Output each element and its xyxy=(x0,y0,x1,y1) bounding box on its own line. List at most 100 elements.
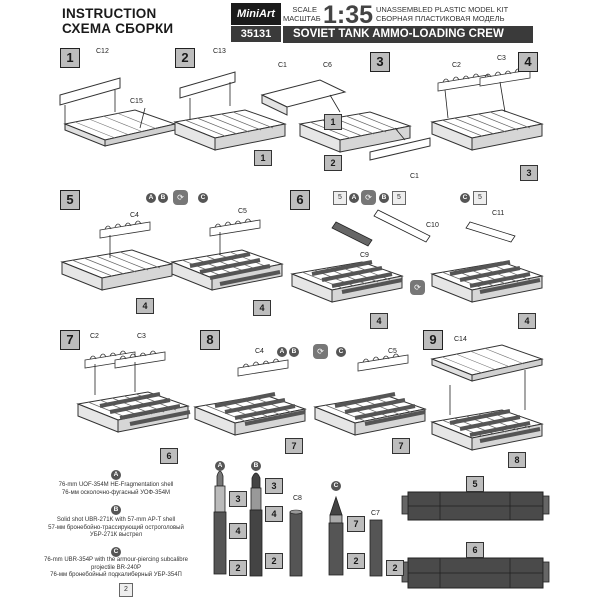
part-label: C5 xyxy=(238,208,247,215)
step-number: 9 xyxy=(423,330,443,350)
shell-b-drawing xyxy=(249,472,263,577)
kit-number: 35131 xyxy=(231,26,281,42)
scale-value: 1:35 xyxy=(323,1,374,29)
part-label: C10 xyxy=(426,222,439,229)
ref-tag: 7 xyxy=(285,438,303,454)
step-5-drawing xyxy=(61,218,283,291)
shell-part-tag: 4 xyxy=(229,523,247,539)
variant-b-mark: B xyxy=(251,461,261,471)
variant-b-mark: B xyxy=(379,193,389,203)
ref-tag: 3 xyxy=(520,165,538,181)
crate-part-tag: 6 xyxy=(466,542,484,558)
part-label: C6 xyxy=(323,62,332,69)
legend-b-ru: 57-мм бронебойно-трассирующий остроголов… xyxy=(48,524,184,539)
scale-label-en: SCALE xyxy=(292,5,317,14)
part-label: C2 xyxy=(452,62,461,69)
step-number: 4 xyxy=(518,52,538,72)
instruction-title-ru: СХЕМА СБОРКИ xyxy=(62,21,174,36)
part-label: C13 xyxy=(213,48,226,55)
part-label: C11 xyxy=(492,210,505,217)
ref-tag: 4 xyxy=(136,298,154,314)
part-label: C3 xyxy=(497,55,506,62)
legend-a-ru: 76-мм осколочно-фугасный УОФ-354М xyxy=(61,489,171,496)
ref-tag: 6 xyxy=(160,448,178,464)
ref-tag: 4 xyxy=(370,313,388,329)
ref-tag: 1 xyxy=(254,150,272,166)
shell-part-tag: 2 xyxy=(386,560,404,576)
legend-c-ru: 76-мм бронебойный подкалиберный УБР-354П xyxy=(50,572,182,578)
part-label: C12 xyxy=(96,48,109,55)
variant-c-mark: C xyxy=(198,193,208,203)
reverse-icon: ⟳ xyxy=(410,280,425,295)
step-number: 3 xyxy=(370,52,390,72)
part-label: C15 xyxy=(130,98,143,105)
kit-description: UNASSEMBLED PLASTIC MODEL KIT СБОРНАЯ ПЛ… xyxy=(376,5,508,23)
part-label: C9 xyxy=(360,252,369,259)
shell-part-tag: 7 xyxy=(347,516,365,532)
variant-a-mark: A xyxy=(277,347,287,357)
instruction-title: INSTRUCTION СХЕМА СБОРКИ xyxy=(62,6,173,36)
scale-label-ru: МАСШТАБ xyxy=(283,14,321,23)
ref-tag: 4 xyxy=(518,313,536,329)
step-4-drawing xyxy=(431,68,543,151)
legend-c: 76-mm UBR-354P with the armour-piercing … xyxy=(38,557,194,580)
part-label: C1 xyxy=(278,62,287,69)
step-number: 8 xyxy=(200,330,220,350)
step-6-drawing xyxy=(291,209,543,303)
variant-a-mark: A xyxy=(215,461,225,471)
quantity-5-mark: 5 xyxy=(392,191,406,205)
ref-tag: 8 xyxy=(508,452,526,468)
part-label: C14 xyxy=(454,336,467,343)
variant-c-mark: C xyxy=(111,547,121,557)
shell-c-drawing xyxy=(328,495,344,576)
part-label: C7 xyxy=(371,510,380,517)
step-3-drawing xyxy=(260,79,431,161)
ref-tag: 7 xyxy=(392,438,410,454)
step-number: 6 xyxy=(290,190,310,210)
reverse-icon: ⟳ xyxy=(173,190,188,205)
variant-a-mark: A xyxy=(111,470,121,480)
step-number: 2 xyxy=(175,48,195,68)
crate-bottom-drawing xyxy=(401,557,550,589)
step-8-drawing xyxy=(194,353,427,436)
part-label: C1 xyxy=(410,173,419,180)
step-2-drawing xyxy=(174,71,286,159)
reverse-icon: ⟳ xyxy=(313,344,328,359)
crate-part-tag: 5 xyxy=(466,476,484,492)
part-label: C2 xyxy=(90,333,99,340)
variant-c-mark: C xyxy=(331,481,341,491)
step-number: 1 xyxy=(60,48,80,68)
step-7-drawing xyxy=(77,350,192,433)
shell-a-drawing xyxy=(213,470,227,575)
reverse-icon: ⟳ xyxy=(361,190,376,205)
step-1-drawing xyxy=(59,77,176,147)
shell-part-tag: 3 xyxy=(265,478,283,494)
variant-a-mark: A xyxy=(146,193,156,203)
part-label: C4 xyxy=(255,348,264,355)
quantity-5-mark: 5 xyxy=(333,191,347,205)
variant-a-mark: A xyxy=(349,193,359,203)
ref-tag: 4 xyxy=(253,300,271,316)
kit-description-ru: СБОРНАЯ ПЛАСТИКОВАЯ МОДЕЛЬ xyxy=(376,14,505,23)
shell-c8-drawing xyxy=(289,509,303,577)
shell-c7-drawing xyxy=(369,519,383,577)
legend-c-en: 76-mm UBR-354P with the armour-piercing … xyxy=(44,557,188,571)
shell-part-tag: 2 xyxy=(265,553,283,569)
brand-logo: MiniArt xyxy=(231,3,281,25)
step-number: 7 xyxy=(60,330,80,350)
kit-name: SOVIET TANK AMMO-LOADING CREW xyxy=(283,26,533,43)
part-label: C8 xyxy=(293,495,302,502)
quantity-2-mark: 2 xyxy=(119,583,133,597)
legend-b: Solid shot UBR-271K with 57-mm AP-T shel… xyxy=(38,517,194,540)
legend-a: 76-mm UOF-354M HE-Fragmentation shell 76… xyxy=(38,482,194,497)
shell-part-tag: 2 xyxy=(347,553,365,569)
quantity-5-mark: 5 xyxy=(473,191,487,205)
instruction-title-en: INSTRUCTION xyxy=(62,6,157,21)
legend-b-en: Solid shot UBR-271K with 57-mm AP-T shel… xyxy=(56,517,176,523)
ref-tag: 1 xyxy=(324,114,342,130)
kit-description-en: UNASSEMBLED PLASTIC MODEL KIT xyxy=(376,5,509,14)
variant-b-mark: B xyxy=(111,505,121,515)
step-9-drawing xyxy=(431,344,543,451)
part-label: C3 xyxy=(137,333,146,340)
